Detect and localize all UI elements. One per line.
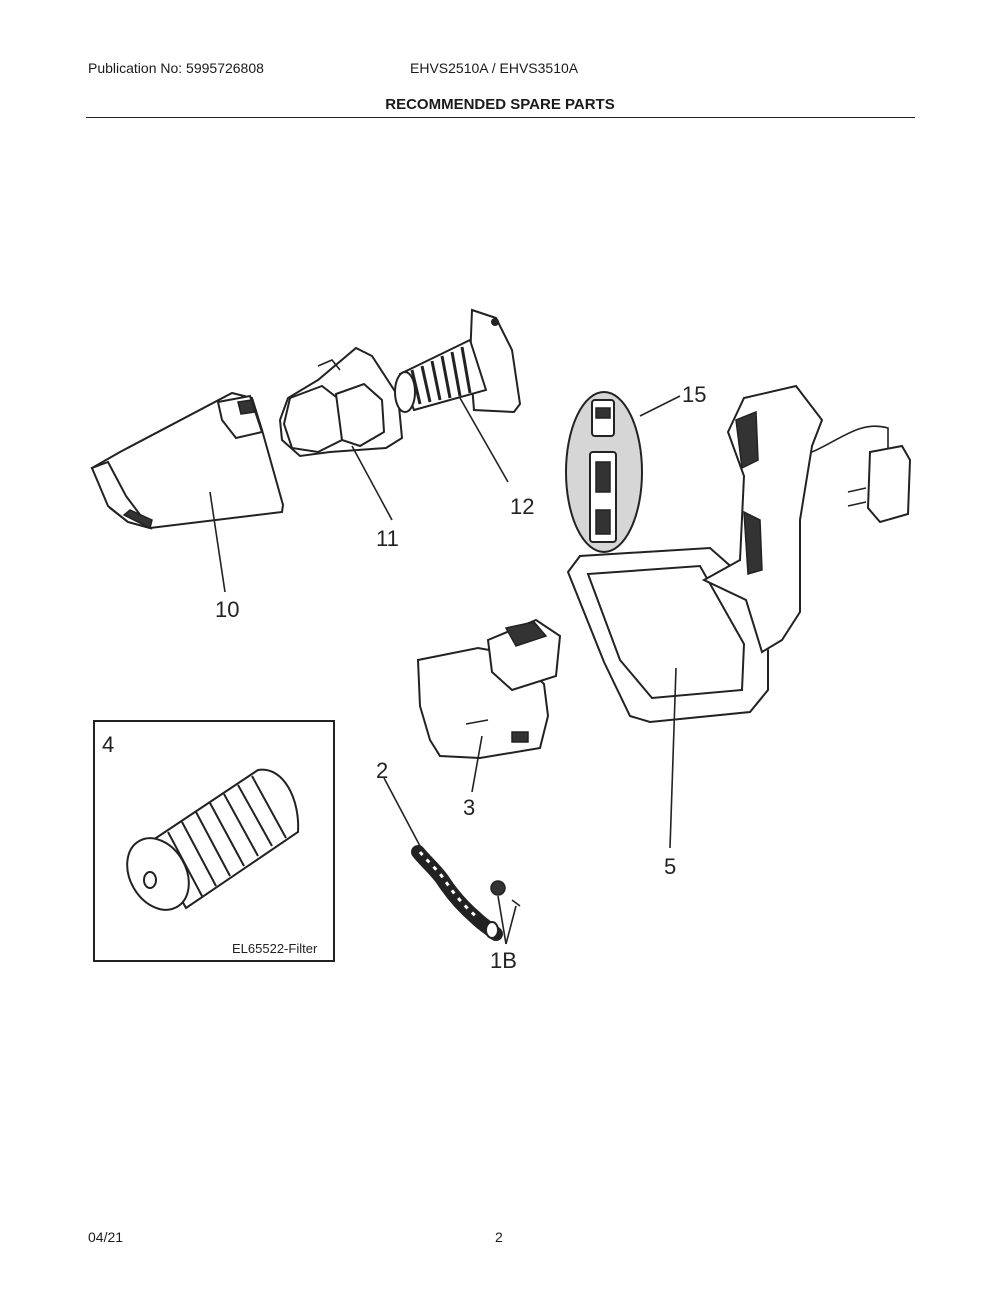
callout-2: 2 [376, 758, 388, 783]
callout-4: 4 [102, 732, 114, 757]
part-3-nozzle-head[interactable] [416, 618, 562, 760]
callout-10: 10 [215, 597, 239, 622]
page-number: 2 [495, 1229, 503, 1245]
part-2-brush-roll[interactable] [411, 845, 503, 941]
part-11-pre-filter[interactable] [278, 346, 404, 458]
leader-11 [351, 445, 393, 521]
leader-2 [383, 777, 421, 847]
publication-number: Publication No: 5995726808 [88, 60, 264, 76]
callout-5: 5 [664, 854, 676, 879]
leader-1b-a [497, 895, 507, 945]
model-numbers: EHVS2510A / EHVS3510A [410, 60, 579, 76]
inset-caption: EL65522-Filter [232, 941, 318, 956]
footer-date: 04/21 [88, 1229, 124, 1245]
part-12-cartridge-filter[interactable] [394, 308, 522, 414]
part-10-dust-container[interactable] [90, 391, 285, 530]
header-rule [86, 117, 915, 118]
part-5-charging-base[interactable] [566, 384, 912, 724]
leader-10 [209, 491, 226, 593]
part-4-inset[interactable] [93, 720, 335, 962]
leader-5 [669, 667, 677, 849]
part-1b-end-caps[interactable] [490, 880, 521, 907]
callout-12: 12 [510, 494, 534, 519]
leader-15 [639, 395, 681, 417]
part-15-charging-contacts[interactable] [565, 391, 643, 553]
leader-12 [459, 397, 509, 483]
page-title: RECOMMENDED SPARE PARTS [385, 96, 615, 113]
callout-1b: 1B [490, 948, 517, 973]
callout-15: 15 [682, 382, 706, 407]
callout-11: 11 [376, 526, 399, 551]
leader-3 [471, 735, 483, 793]
callout-3: 3 [463, 795, 475, 820]
leader-1b-b [505, 905, 517, 945]
